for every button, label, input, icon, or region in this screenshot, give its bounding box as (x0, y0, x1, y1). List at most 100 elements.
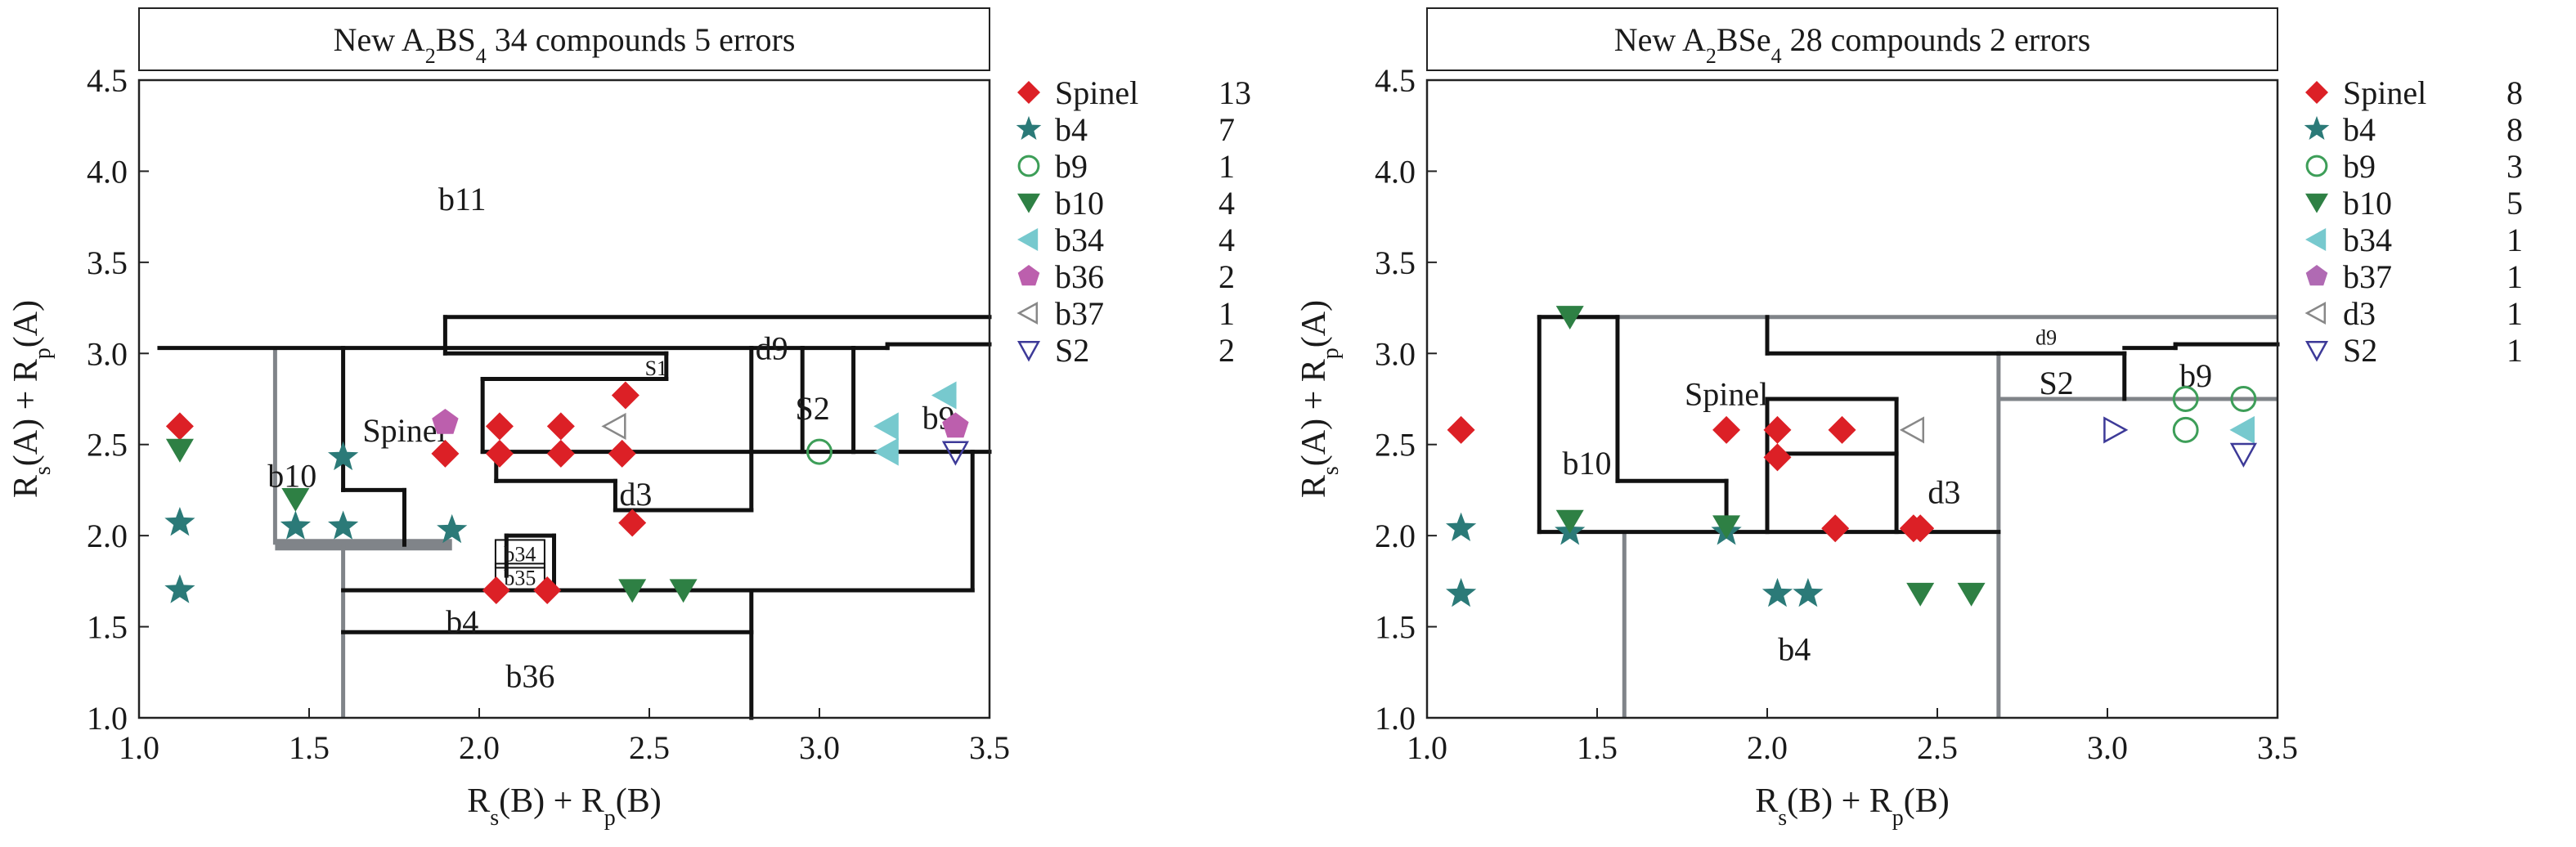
legend-label: Spinel (1055, 74, 1138, 111)
region-label-b11: b11 (438, 181, 487, 217)
y-axis: 1.01.52.02.53.03.54.04.5 (87, 62, 149, 737)
x-tick-label: 1.0 (119, 729, 159, 766)
y-axis-label: Rs(A) + Rp(A) (1295, 300, 1344, 498)
data-point-b4 (164, 574, 195, 603)
y-tick-label: 4.5 (1375, 62, 1416, 99)
region-boundaries (1537, 315, 2280, 718)
data-point-spinel (485, 412, 514, 441)
legend-marker (2304, 301, 2327, 325)
y-tick-label: 3.0 (87, 335, 128, 372)
legend-label: b10 (1055, 185, 1104, 222)
legend-marker (1017, 193, 1040, 213)
legend-count: 4 (1218, 222, 1235, 258)
chart-left: New A2BS4 34 compounds 5 errorsb11Spinel… (7, 7, 1251, 831)
data-points (164, 381, 969, 604)
data-point-s2 (941, 441, 969, 466)
data-point-b4 (437, 513, 468, 544)
y-tick-label: 1.0 (87, 700, 128, 737)
legend-marker (1017, 155, 1040, 177)
data-point-b36 (942, 412, 969, 438)
legend-label: b34 (1055, 222, 1104, 258)
data-point-spinel (1763, 415, 1792, 444)
region-label-s2: S2 (2039, 365, 2073, 401)
data-point-b10 (1555, 509, 1584, 534)
data-point-b4 (280, 510, 311, 540)
data-point-b34 (931, 381, 957, 410)
legend-label: b9 (2343, 148, 2376, 185)
data-point-spinel (546, 412, 575, 441)
region-label-d9: d9 (756, 330, 788, 367)
legend-marker (2304, 115, 2330, 140)
legend-count: 2 (1218, 258, 1235, 295)
x-tick-label: 2.0 (1747, 729, 1788, 766)
data-point-b10 (669, 579, 698, 603)
data-point-b9 (806, 438, 832, 465)
legend-label: b10 (2343, 185, 2392, 222)
legend-count: 4 (1218, 185, 1235, 222)
legend-count: 13 (1218, 74, 1251, 111)
data-point-b4 (1446, 512, 1477, 541)
legend-marker (1017, 265, 1040, 286)
data-point-b34 (2229, 415, 2255, 444)
legend-item-b10: b10 4 (1017, 185, 1235, 222)
y-tick-label: 3.0 (1375, 335, 1416, 372)
legend-label: b4 (2343, 111, 2376, 148)
region-label-spinel: Spinel (362, 412, 446, 449)
y-tick-label: 4.5 (87, 62, 128, 99)
x-tick-label: 2.0 (459, 729, 500, 766)
y-tick-label: 4.0 (87, 153, 128, 190)
x-tick-label: 3.5 (2257, 729, 2298, 766)
data-point-b4 (164, 507, 195, 536)
legend-label: S2 (2343, 332, 2377, 369)
legend-count: 8 (2506, 111, 2523, 148)
chart-title-box (1426, 7, 2278, 71)
region-label-b4: b4 (446, 603, 478, 640)
chart-title-box (138, 7, 990, 71)
legend-marker (2305, 81, 2328, 104)
legend-count: 1 (2506, 258, 2523, 295)
data-point-b10 (281, 487, 310, 512)
legend-marker (1016, 340, 1041, 362)
legend-count: 7 (1218, 111, 1235, 148)
legend-label: d3 (2343, 295, 2376, 332)
plot-frame (1425, 78, 2279, 719)
data-point-b4 (328, 441, 359, 471)
data-point-s2 (2229, 442, 2257, 468)
legend-marker (1016, 301, 1039, 325)
legend-count: 5 (2506, 185, 2523, 222)
x-tick-label: 2.5 (629, 729, 670, 766)
data-point-b10 (1555, 306, 1584, 330)
legend-count: 1 (2506, 222, 2523, 258)
data-point-spinel (1763, 443, 1792, 472)
data-point-spinel (1712, 415, 1741, 444)
y-tick-label: 2.0 (87, 518, 128, 554)
x-tick-label: 1.5 (1577, 729, 1618, 766)
data-point-spinel (1899, 514, 1928, 543)
legend-marker (1017, 81, 1040, 104)
data-point-b34 (873, 437, 899, 466)
data-point-spinel (165, 412, 194, 441)
legend-marker (1017, 228, 1039, 251)
y-tick-label: 2.0 (1375, 518, 1416, 554)
data-point-b4 (1761, 577, 1793, 607)
data-point-b4 (1446, 577, 1477, 607)
data-points (1446, 306, 2257, 607)
data-point-b10 (1906, 582, 1935, 607)
data-point-spinel (482, 576, 510, 604)
legend-marker (1016, 115, 1042, 140)
legend-marker (2305, 228, 2327, 251)
region-label-s2: S2 (796, 390, 830, 427)
data-point-s2right (2103, 416, 2129, 444)
legend-count: 1 (2506, 295, 2523, 332)
